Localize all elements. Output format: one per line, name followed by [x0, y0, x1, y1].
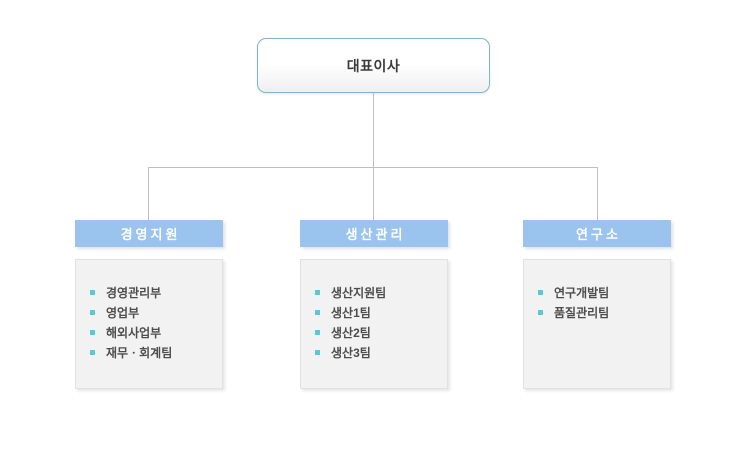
- org-root-label: 대표이사: [346, 57, 401, 74]
- list-item[interactable]: 생산3팀: [301, 342, 447, 362]
- square-bullet-icon: [538, 309, 543, 315]
- square-bullet-icon: [315, 309, 320, 315]
- square-bullet-icon: [315, 349, 320, 355]
- list-item[interactable]: 경영관리부: [76, 282, 222, 302]
- square-bullet-icon: [90, 289, 95, 295]
- square-bullet-icon: [90, 329, 95, 335]
- list-item-label: 해외사업부: [106, 325, 162, 340]
- list-item[interactable]: 해외사업부: [76, 322, 222, 342]
- org-root-node[interactable]: 대표이사: [257, 38, 490, 93]
- list-item-label: 재무ㆍ회계팀: [106, 345, 173, 360]
- list-item-label: 생산1팀: [331, 305, 371, 320]
- branch-list-2: 생산지원팀 생산1팀 생산2팀 생산3팀: [301, 282, 447, 362]
- list-item[interactable]: 품질관리팀: [524, 302, 670, 322]
- org-branch-1: 경영지원 경영관리부 영업부 해외사업부 재무ㆍ회계팀: [75, 220, 223, 389]
- branch-body-2: 생산지원팀 생산1팀 생산2팀 생산3팀: [300, 259, 448, 389]
- branch-header-label-2: 생산관리: [345, 227, 406, 242]
- branch-header-2[interactable]: 생산관리: [300, 220, 448, 247]
- list-item-label: 품질관리팀: [554, 305, 610, 320]
- branch-header-1[interactable]: 경영지원: [75, 220, 223, 247]
- list-item-label: 생산3팀: [331, 345, 371, 360]
- list-item-label: 생산지원팀: [331, 285, 387, 300]
- connector-branch-2-vertical: [373, 167, 374, 220]
- branch-header-label-1: 경영지원: [120, 227, 181, 242]
- list-item-label: 생산2팀: [331, 325, 371, 340]
- branch-list-1: 경영관리부 영업부 해외사업부 재무ㆍ회계팀: [76, 282, 222, 362]
- list-item[interactable]: 생산2팀: [301, 322, 447, 342]
- square-bullet-icon: [90, 309, 95, 315]
- list-item[interactable]: 생산지원팀: [301, 282, 447, 302]
- list-item-label: 경영관리부: [106, 285, 162, 300]
- list-item-label: 연구개발팀: [554, 285, 610, 300]
- list-item[interactable]: 영업부: [76, 302, 222, 322]
- branch-list-3: 연구개발팀 품질관리팀: [524, 282, 670, 322]
- connector-branch-1-vertical: [148, 167, 149, 220]
- branch-body-3: 연구개발팀 품질관리팀: [523, 259, 671, 389]
- square-bullet-icon: [315, 329, 320, 335]
- connector-root-vertical: [373, 93, 374, 167]
- org-branch-3: 연구소 연구개발팀 품질관리팀: [523, 220, 671, 389]
- square-bullet-icon: [538, 289, 543, 295]
- list-item[interactable]: 재무ㆍ회계팀: [76, 342, 222, 362]
- branch-body-1: 경영관리부 영업부 해외사업부 재무ㆍ회계팀: [75, 259, 223, 389]
- square-bullet-icon: [315, 289, 320, 295]
- list-item[interactable]: 연구개발팀: [524, 282, 670, 302]
- list-item[interactable]: 생산1팀: [301, 302, 447, 322]
- connector-branch-3-vertical: [597, 167, 598, 220]
- branch-header-3[interactable]: 연구소: [523, 220, 671, 247]
- org-branch-2: 생산관리 생산지원팀 생산1팀 생산2팀 생산3팀: [300, 220, 448, 389]
- square-bullet-icon: [90, 349, 95, 355]
- list-item-label: 영업부: [106, 305, 140, 320]
- branch-header-label-3: 연구소: [576, 227, 621, 242]
